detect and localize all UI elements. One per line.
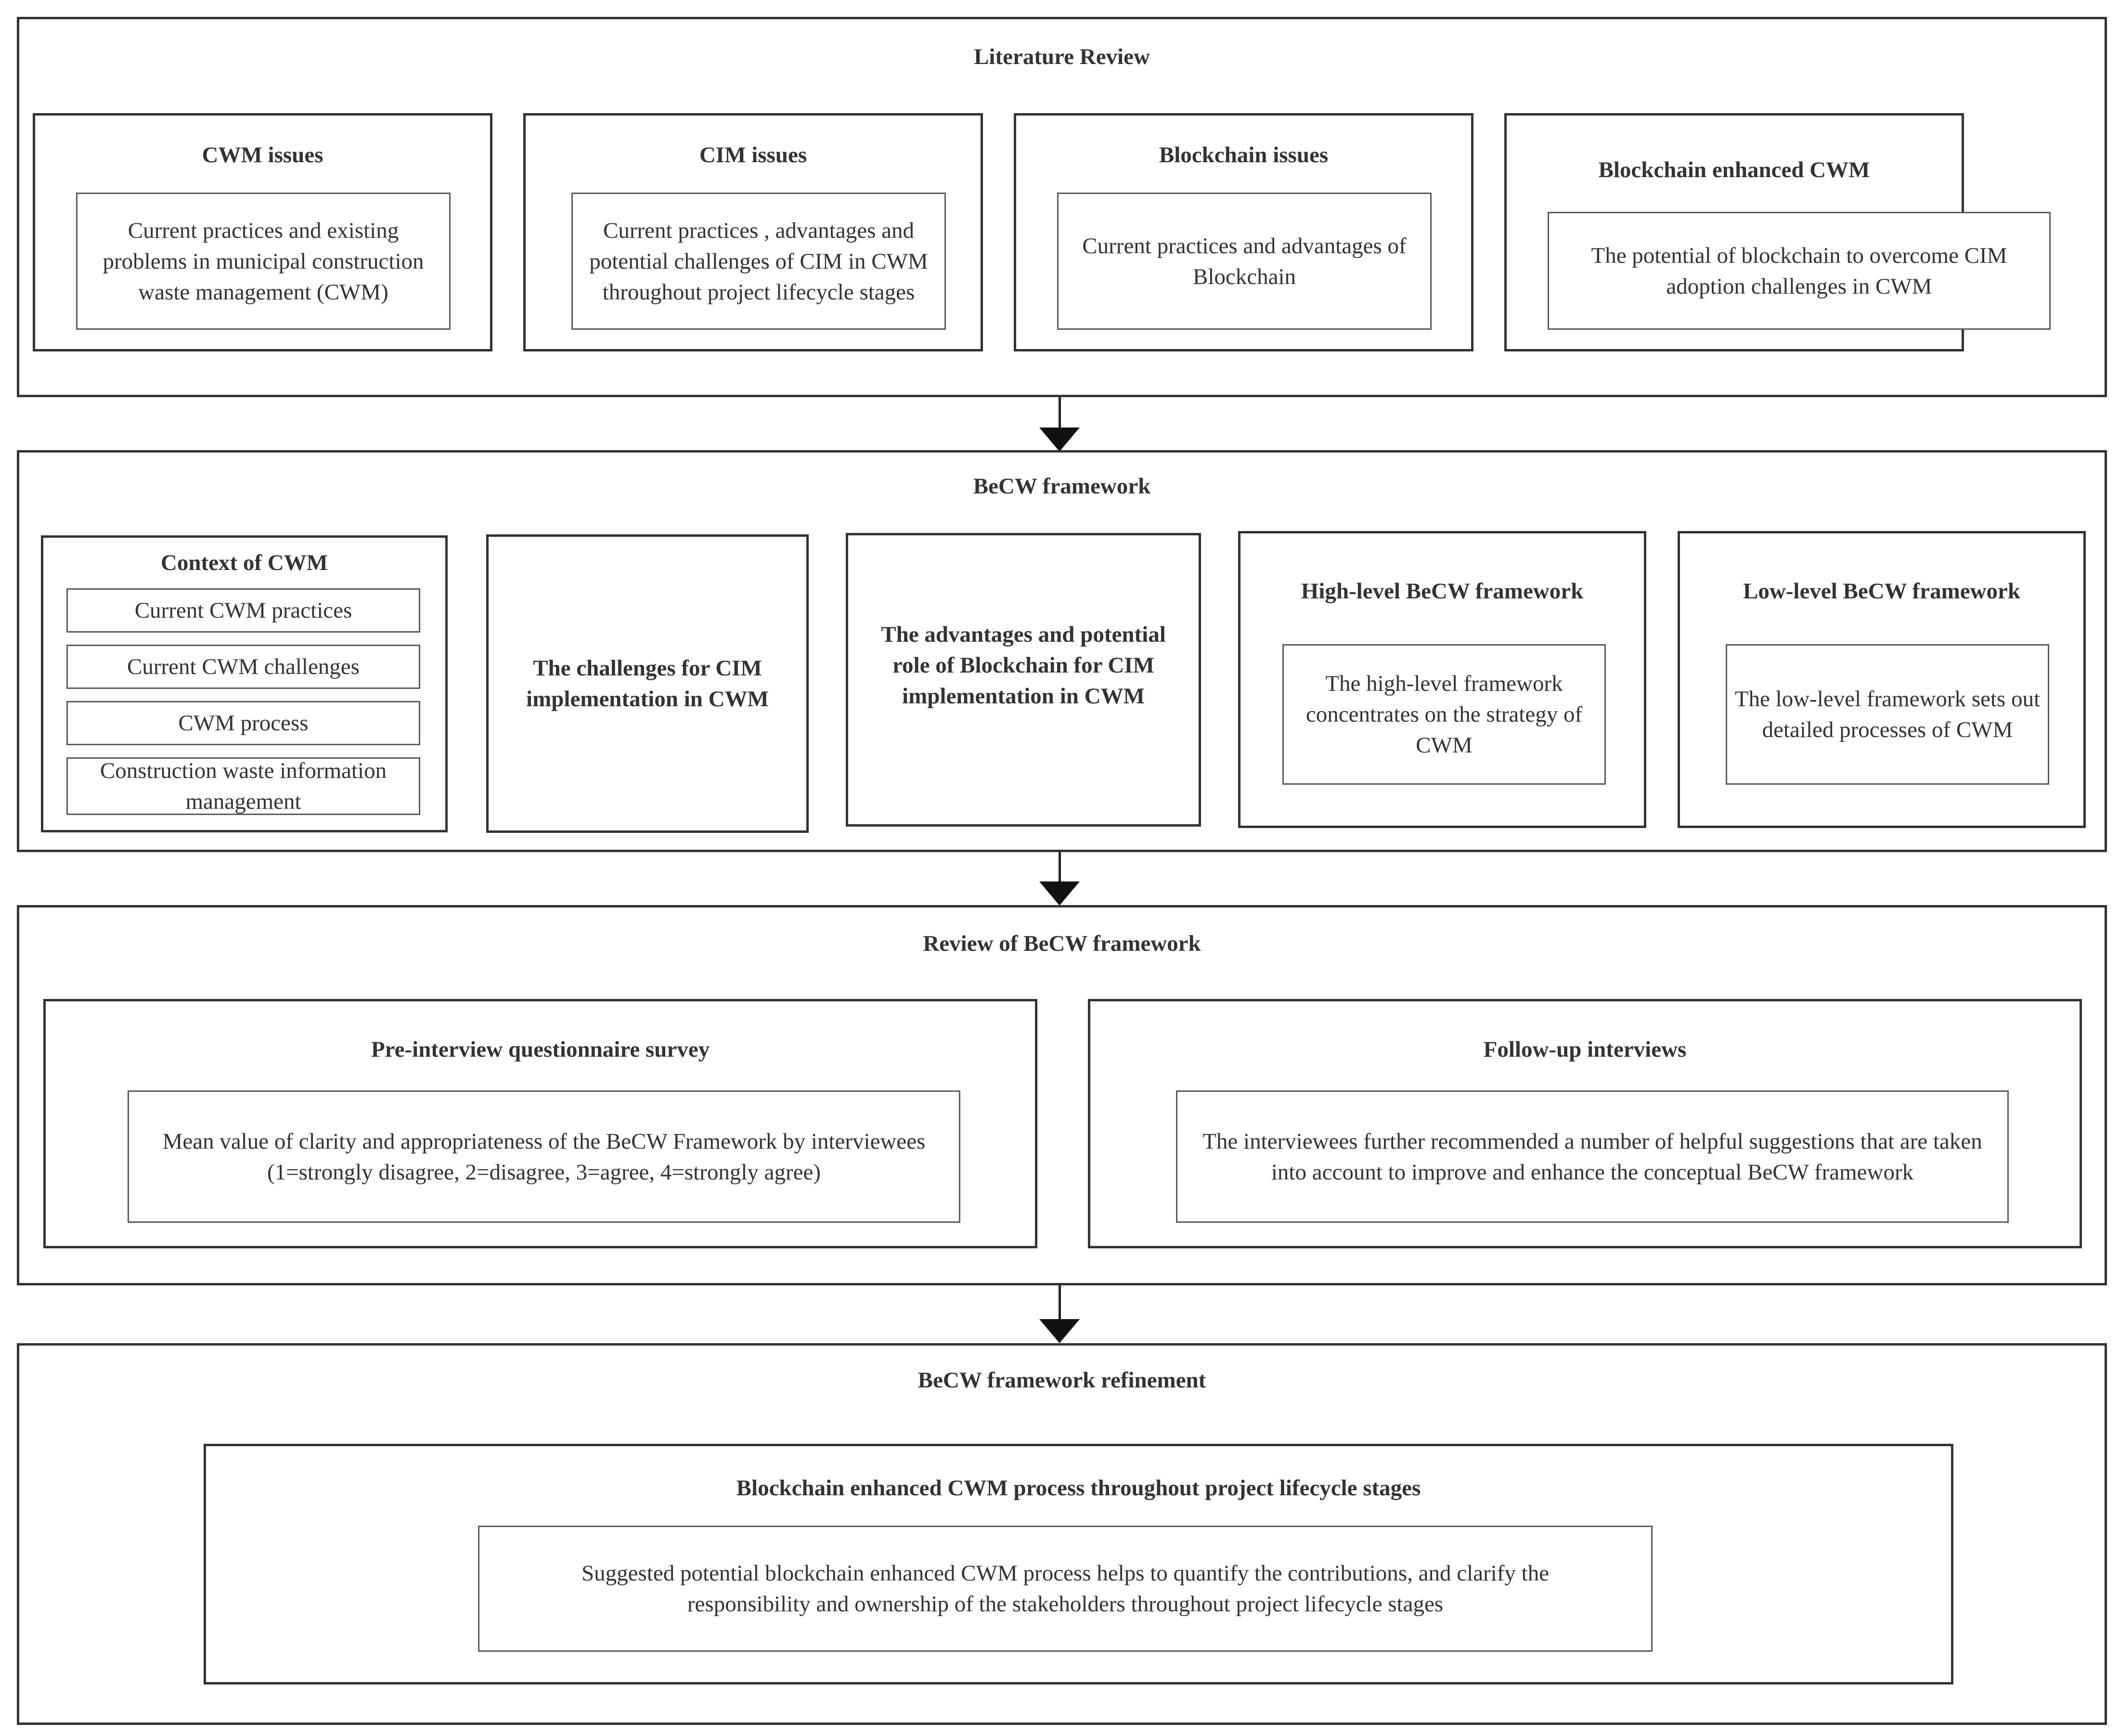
survey-title: Pre-interview questionnaire survey bbox=[371, 1037, 710, 1062]
arrow-1-line bbox=[1059, 397, 1061, 428]
refinement-title: BeCW framework refinement bbox=[917, 1368, 1206, 1393]
lifecycle-process-box: Blockchain enhanced CWM process througho… bbox=[204, 1444, 1953, 1684]
survey-box: Pre-interview questionnaire survey Mean … bbox=[43, 999, 1037, 1248]
high-level-framework-title: High-level BeCW framework bbox=[1301, 579, 1584, 604]
blockchain-enhanced-cwm-title: Blockchain enhanced CWM bbox=[1598, 157, 1870, 182]
interviews-title: Follow-up interviews bbox=[1483, 1037, 1687, 1062]
blockchain-enhanced-cwm-text: The potential of blockchain to overcome … bbox=[1548, 212, 2051, 330]
review-title: Review of BeCW framework bbox=[923, 931, 1201, 956]
blockchain-issues-title: Blockchain issues bbox=[1159, 143, 1329, 168]
arrow-1-head bbox=[1039, 428, 1080, 452]
context-item-practices: Current CWM practices bbox=[66, 588, 420, 633]
literature-review-section: Literature Review CWM issues Current pra… bbox=[17, 17, 2107, 397]
blockchain-advantages-box: The advantages and potential role of Blo… bbox=[846, 533, 1201, 827]
arrow-3-line bbox=[1059, 1285, 1061, 1325]
lifecycle-process-text: Suggested potential blockchain enhanced … bbox=[478, 1526, 1653, 1652]
becw-framework-title: BeCW framework bbox=[973, 474, 1151, 499]
blockchain-issues-box: Blockchain issues Current practices and … bbox=[1014, 113, 1473, 351]
interviews-box: Follow-up interviews The interviewees fu… bbox=[1088, 999, 2082, 1248]
becw-framework-section: BeCW framework Context of CWM Current CW… bbox=[17, 450, 2107, 852]
cwm-issues-title: CWM issues bbox=[202, 143, 323, 168]
blockchain-enhanced-cwm-box: Blockchain enhanced CWM The potential of… bbox=[1504, 113, 2051, 351]
high-level-framework-box: High-level BeCW framework The high-level… bbox=[1238, 531, 1646, 828]
arrow-2-line bbox=[1059, 852, 1061, 882]
context-item-process: CWM process bbox=[66, 701, 420, 745]
cim-issues-text: Current practices , advantages and poten… bbox=[571, 193, 946, 330]
context-of-cwm-title: Context of CWM bbox=[160, 550, 328, 575]
arrow-2-head bbox=[1039, 881, 1080, 906]
context-of-cwm-box: Context of CWM Current CWM practices Cur… bbox=[41, 535, 448, 832]
refinement-section: BeCW framework refinement Blockchain enh… bbox=[17, 1343, 2107, 1725]
interviews-text: The interviewees further recommended a n… bbox=[1176, 1090, 2009, 1223]
cwm-issues-box: CWM issues Current practices and existin… bbox=[33, 113, 492, 351]
low-level-framework-title: Low-level BeCW framework bbox=[1743, 579, 2021, 604]
high-level-framework-text: The high-level framework concentrates on… bbox=[1282, 644, 1606, 785]
cim-challenges-box: The challenges for CIM implementation in… bbox=[486, 534, 809, 833]
arrow-3-head bbox=[1039, 1319, 1080, 1343]
low-level-framework-text: The low-level framework sets out detaile… bbox=[1726, 644, 2049, 785]
review-section: Review of BeCW framework Pre-interview q… bbox=[17, 905, 2107, 1285]
context-item-information-management: Construction waste information managemen… bbox=[66, 757, 420, 815]
literature-review-title: Literature Review bbox=[974, 44, 1150, 69]
low-level-framework-box: Low-level BeCW framework The low-level f… bbox=[1678, 531, 2086, 828]
cim-issues-title: CIM issues bbox=[699, 143, 807, 168]
cim-issues-box: CIM issues Current practices , advantage… bbox=[523, 113, 983, 351]
cwm-issues-text: Current practices and existing problems … bbox=[76, 193, 451, 330]
context-item-challenges: Current CWM challenges bbox=[66, 645, 420, 689]
survey-text: Mean value of clarity and appropriatenes… bbox=[128, 1090, 960, 1223]
blockchain-issues-text: Current practices and advantages of Bloc… bbox=[1057, 193, 1432, 330]
lifecycle-process-title: Blockchain enhanced CWM process througho… bbox=[736, 1476, 1421, 1501]
